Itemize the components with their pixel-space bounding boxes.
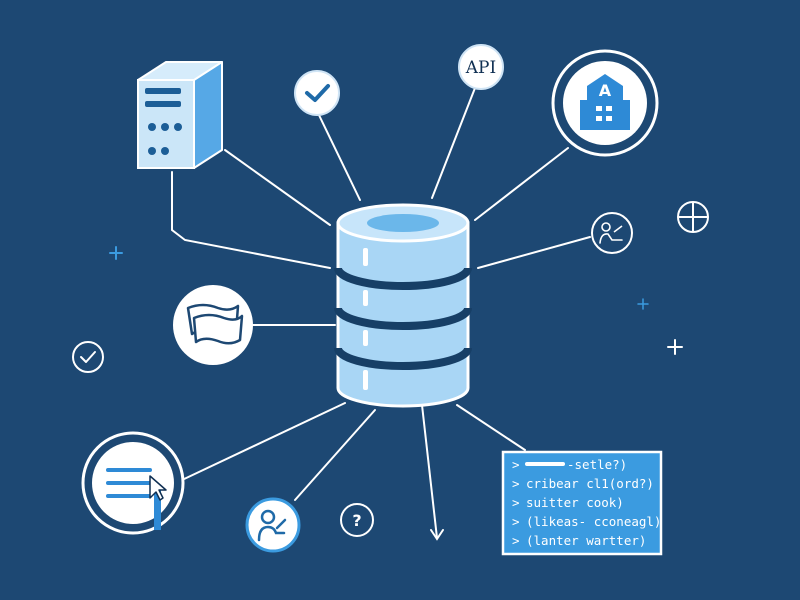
connector-user — [294, 409, 376, 501]
connector-code — [456, 404, 526, 451]
api-node: API — [458, 44, 504, 90]
building-letter: A — [599, 81, 612, 100]
code-prompt: > — [512, 476, 520, 491]
code-line: suitter cook) — [526, 495, 624, 510]
code-prompt: > — [512, 457, 520, 472]
check-icon — [294, 70, 340, 116]
documents-icon — [173, 285, 253, 365]
code-line: (lanter wartter) — [526, 533, 646, 548]
person-edit-icon — [591, 212, 633, 254]
code-line: -setle?) — [567, 457, 627, 472]
check-circle-icon — [72, 341, 104, 373]
connector-down — [421, 404, 438, 539]
code-redaction-bar — [525, 462, 565, 466]
connector-check — [317, 112, 361, 201]
connector-api — [431, 87, 476, 199]
connector-server-bracket — [171, 171, 331, 269]
code-lines: > -setle?) > cribear cl1(ord?) > suitter… — [512, 457, 661, 548]
code-line: (likeas- cconeagl) — [526, 514, 661, 529]
arrowhead-down — [430, 529, 444, 541]
list-cursor-icon — [81, 431, 185, 535]
database-icon — [334, 203, 472, 408]
connector-lines — [171, 87, 591, 541]
user-edit-icon — [245, 497, 301, 553]
building-icon: A — [551, 49, 659, 157]
connector-list — [181, 402, 346, 481]
crosshair-icon — [677, 201, 709, 233]
plus-icon — [109, 246, 123, 260]
plus-icon — [637, 298, 649, 310]
help-node: ? — [340, 503, 374, 537]
connector-building — [474, 147, 569, 221]
plus-icon — [667, 339, 683, 355]
api-label: API — [465, 58, 496, 78]
connector-person — [477, 236, 591, 269]
code-line: cribear cl1(ord?) — [526, 476, 654, 491]
decorative-marks — [109, 246, 683, 355]
server-icon — [137, 61, 223, 169]
code-prompt: > — [512, 495, 520, 510]
connector-server — [224, 149, 331, 226]
help-icon: ? — [352, 511, 361, 530]
code-prompt: > — [512, 514, 520, 529]
code-panel: > -setle?) > cribear cl1(ord?) > suitter… — [501, 450, 663, 556]
code-prompt: > — [512, 533, 520, 548]
